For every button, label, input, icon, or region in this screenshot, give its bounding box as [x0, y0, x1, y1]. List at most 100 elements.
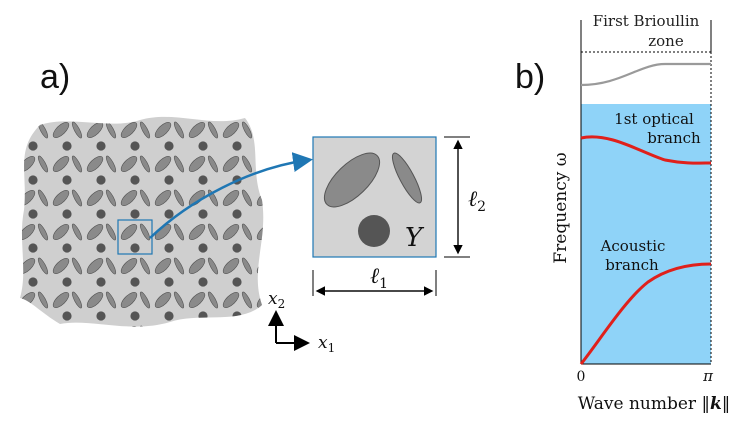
- lattice-small-ellipse: [173, 155, 185, 173]
- dim-horizontal-subscript: 1: [379, 276, 388, 292]
- lattice-small-ellipse: [173, 189, 185, 207]
- lattice-circle: [96, 277, 106, 287]
- lattice-large-ellipse: [222, 292, 240, 308]
- lattice-large-ellipse: [0, 324, 3, 344]
- lattice-small-ellipse: [3, 291, 16, 309]
- lattice-circle: [232, 141, 242, 151]
- lattice-circle: [164, 311, 174, 321]
- lattice-large-ellipse: [222, 122, 240, 138]
- lattice-small-ellipse: [207, 257, 219, 275]
- lattice-large-ellipse: [255, 86, 276, 106]
- lattice-circle: [266, 107, 275, 116]
- lattice-large-ellipse: [188, 156, 206, 172]
- lattice-large-ellipse: [188, 122, 206, 138]
- acoustic-label-line2: branch: [605, 256, 659, 274]
- lattice-small-ellipse: [275, 223, 288, 241]
- lattice-circle: [198, 277, 208, 287]
- lattice-circle: [0, 209, 4, 218]
- lattice-small-ellipse: [139, 155, 151, 173]
- lattice-circle: [164, 141, 174, 151]
- lattice-small-ellipse: [207, 291, 219, 309]
- lattice-small-ellipse: [105, 257, 117, 275]
- lattice-circle: [28, 277, 38, 287]
- lattice-large-ellipse: [154, 292, 172, 308]
- acoustic-branch: [579, 262, 712, 365]
- lattice-large-ellipse: [222, 190, 240, 206]
- lattice-large-ellipse: [154, 122, 172, 138]
- lattice-circle: [28, 209, 38, 219]
- inclusion-lattice: [0, 86, 288, 354]
- lattice-circle: [198, 141, 208, 151]
- lattice-small-ellipse: [37, 223, 49, 241]
- lattice-circle: [164, 277, 174, 287]
- acoustic-label-line1: Acoustic: [600, 237, 666, 255]
- lattice-small-ellipse: [275, 87, 288, 105]
- lattice-circle: [164, 345, 173, 354]
- lattice-large-ellipse: [0, 154, 3, 174]
- lattice-circle: [62, 107, 71, 116]
- lattice-circle: [232, 345, 241, 354]
- lattice-circle: [130, 277, 140, 287]
- lattice-small-ellipse: [139, 121, 151, 139]
- composite-material: [0, 86, 288, 354]
- lattice-circle: [198, 311, 208, 321]
- axis-x-subscript: 1: [328, 341, 336, 355]
- lattice-small-ellipse: [3, 121, 16, 139]
- lattice-small-ellipse: [105, 189, 117, 207]
- lattice-circle: [130, 243, 140, 253]
- lattice-large-ellipse: [120, 224, 138, 240]
- lattice-large-ellipse: [154, 190, 172, 206]
- lattice-circle: [28, 311, 38, 321]
- lattice-circle: [198, 345, 207, 354]
- circular-inclusion: [358, 215, 390, 247]
- lattice-circle: [266, 243, 275, 252]
- dimension-horizontal: ℓ1: [312, 264, 437, 296]
- first-optical-branch: [580, 135, 712, 165]
- optical-label-line2: branch: [647, 129, 701, 147]
- lattice-small-ellipse: [3, 87, 16, 105]
- lattice-small-ellipse: [105, 325, 117, 327]
- lattice-circle: [232, 243, 242, 253]
- lattice-large-ellipse: [256, 224, 264, 240]
- lattice-large-ellipse: [188, 258, 206, 274]
- lattice-circle: [130, 107, 139, 116]
- lattice-small-ellipse: [173, 325, 185, 327]
- lattice-large-ellipse: [86, 292, 104, 308]
- lattice-large-ellipse: [52, 292, 70, 308]
- lattice-small-ellipse: [71, 155, 83, 173]
- y-axis-label: Frequency ω: [551, 152, 571, 263]
- lattice-small-ellipse: [173, 121, 185, 139]
- bandgap-region: [581, 104, 711, 364]
- lattice-small-ellipse: [275, 189, 288, 207]
- optical-label-line1: 1st optical: [614, 110, 694, 128]
- lattice-large-ellipse: [20, 326, 36, 327]
- lattice-large-ellipse: [222, 326, 240, 327]
- lattice-circle: [96, 243, 106, 253]
- lattice-large-ellipse: [188, 224, 206, 240]
- lattice-large-ellipse: [188, 292, 206, 308]
- lattice-small-ellipse: [207, 223, 219, 241]
- lattice-small-ellipse: [139, 223, 151, 241]
- lattice-small-ellipse: [71, 223, 83, 241]
- lattice-circle: [266, 175, 275, 184]
- lattice-large-ellipse: [120, 122, 138, 138]
- lattice-small-ellipse: [139, 189, 151, 207]
- x-axis-label-k: k: [710, 394, 722, 414]
- lattice-small-ellipse: [241, 189, 253, 207]
- lattice-small-ellipse: [71, 325, 83, 327]
- lattice-circle: [96, 209, 106, 219]
- lattice-large-ellipse: [86, 258, 104, 274]
- lattice-large-ellipse: [0, 120, 3, 140]
- lattice-small-ellipse: [173, 223, 185, 241]
- lattice-small-ellipse: [105, 155, 117, 173]
- lattice-large-ellipse: [222, 258, 240, 274]
- unit-cell-zoom: Y: [312, 136, 437, 258]
- lattice-large-ellipse: [86, 224, 104, 240]
- lattice-small-ellipse: [275, 121, 288, 139]
- lattice-circle: [96, 141, 106, 151]
- axis-x-symbol: x: [318, 333, 328, 353]
- lattice-large-ellipse: [120, 292, 138, 308]
- lattice-small-ellipse: [139, 257, 151, 275]
- lattice-large-ellipse: [86, 156, 104, 172]
